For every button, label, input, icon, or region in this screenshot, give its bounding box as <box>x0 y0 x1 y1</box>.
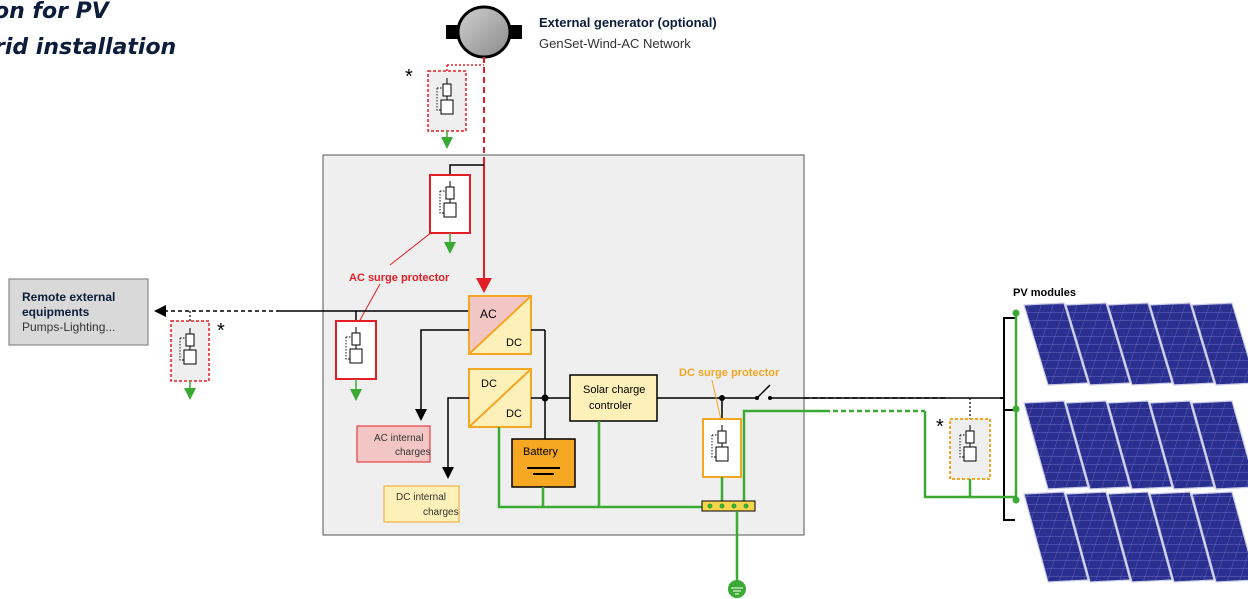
pv-panel-3-1 <box>1023 491 1089 583</box>
earth-ground-icon <box>728 580 746 598</box>
pv-array <box>1023 302 1248 583</box>
dc-internal-label-1: DC internal <box>396 492 446 503</box>
pv-panel-1-2 <box>1065 302 1131 386</box>
remote-spd-optional <box>170 320 210 382</box>
ac-internal-label-1: AC internal <box>374 433 423 444</box>
pv-panel-3-5 <box>1191 491 1248 583</box>
solar-controller-label-2: controler <box>589 400 632 412</box>
pv-panel-2-4 <box>1149 400 1215 490</box>
converter-dc-bottom-label: DC <box>506 408 522 420</box>
title-line-1: on for PV <box>0 0 111 24</box>
pv-panel-2-1 <box>1023 400 1089 490</box>
pv-panel-1-1 <box>1023 302 1089 386</box>
dc-internal-label-2: charges <box>423 507 459 518</box>
dc-spd-main <box>702 418 742 478</box>
dc-internal-charges-box <box>383 485 460 523</box>
title-line-2: rid installation <box>0 35 176 60</box>
pv-panel-2-2 <box>1065 400 1131 490</box>
asterisk-remote: * <box>217 320 225 342</box>
converter-dc-dc <box>468 368 532 428</box>
battery <box>511 438 576 488</box>
inverter-ac-dc <box>468 295 532 355</box>
battery-label: Battery <box>523 446 558 458</box>
pv-panel-1-4 <box>1149 302 1215 386</box>
remote-label-3: Pumps-Lighting... <box>22 320 115 334</box>
dc-internal-feed <box>442 397 469 479</box>
dc-switch <box>756 384 771 399</box>
generator-spd-optional <box>427 70 467 132</box>
pv-panel-1-3 <box>1107 302 1173 386</box>
pv-panel-3-4 <box>1149 491 1215 583</box>
asterisk-generator: * <box>405 66 413 88</box>
remote-label-2: equipments <box>22 305 90 319</box>
remote-label-1: Remote external <box>22 290 115 304</box>
converter-dc-top-label: DC <box>481 378 497 390</box>
inverter-dc-label: DC <box>506 337 522 349</box>
asterisk-pv: * <box>936 416 944 438</box>
pv-modules-label: PV modules <box>1013 287 1076 299</box>
ac-internal-charges-box <box>356 425 431 463</box>
ac-spd-main <box>429 174 471 234</box>
generator-icon <box>446 5 522 59</box>
inverter-ac-label: AC <box>480 307 497 321</box>
pv-spd-optional <box>949 418 991 480</box>
generator-label: External generator (optional) <box>539 15 717 30</box>
pv-panel-2-5 <box>1191 400 1248 490</box>
pv-panel-3-3 <box>1107 491 1173 583</box>
generator-feed-arrow <box>476 278 492 293</box>
ac-spd-output <box>335 320 377 380</box>
pv-panel-3-2 <box>1065 491 1131 583</box>
generator-sublabel: GenSet-Wind-AC Network <box>539 36 691 51</box>
ac-surge-protector-label: AC surge protector <box>349 272 450 284</box>
pv-panel-2-3 <box>1107 400 1173 490</box>
solar-charge-controller <box>569 374 658 422</box>
earth-bar <box>701 500 756 512</box>
ac-internal-label-2: charges <box>395 447 431 458</box>
dc-surge-protector-label: DC surge protector <box>679 367 780 379</box>
solar-controller-label-1: Solar charge <box>583 384 645 396</box>
remote-equipment-box <box>8 278 149 346</box>
ac-internal-feed <box>415 329 469 421</box>
pv-panel-1-5 <box>1191 302 1248 386</box>
